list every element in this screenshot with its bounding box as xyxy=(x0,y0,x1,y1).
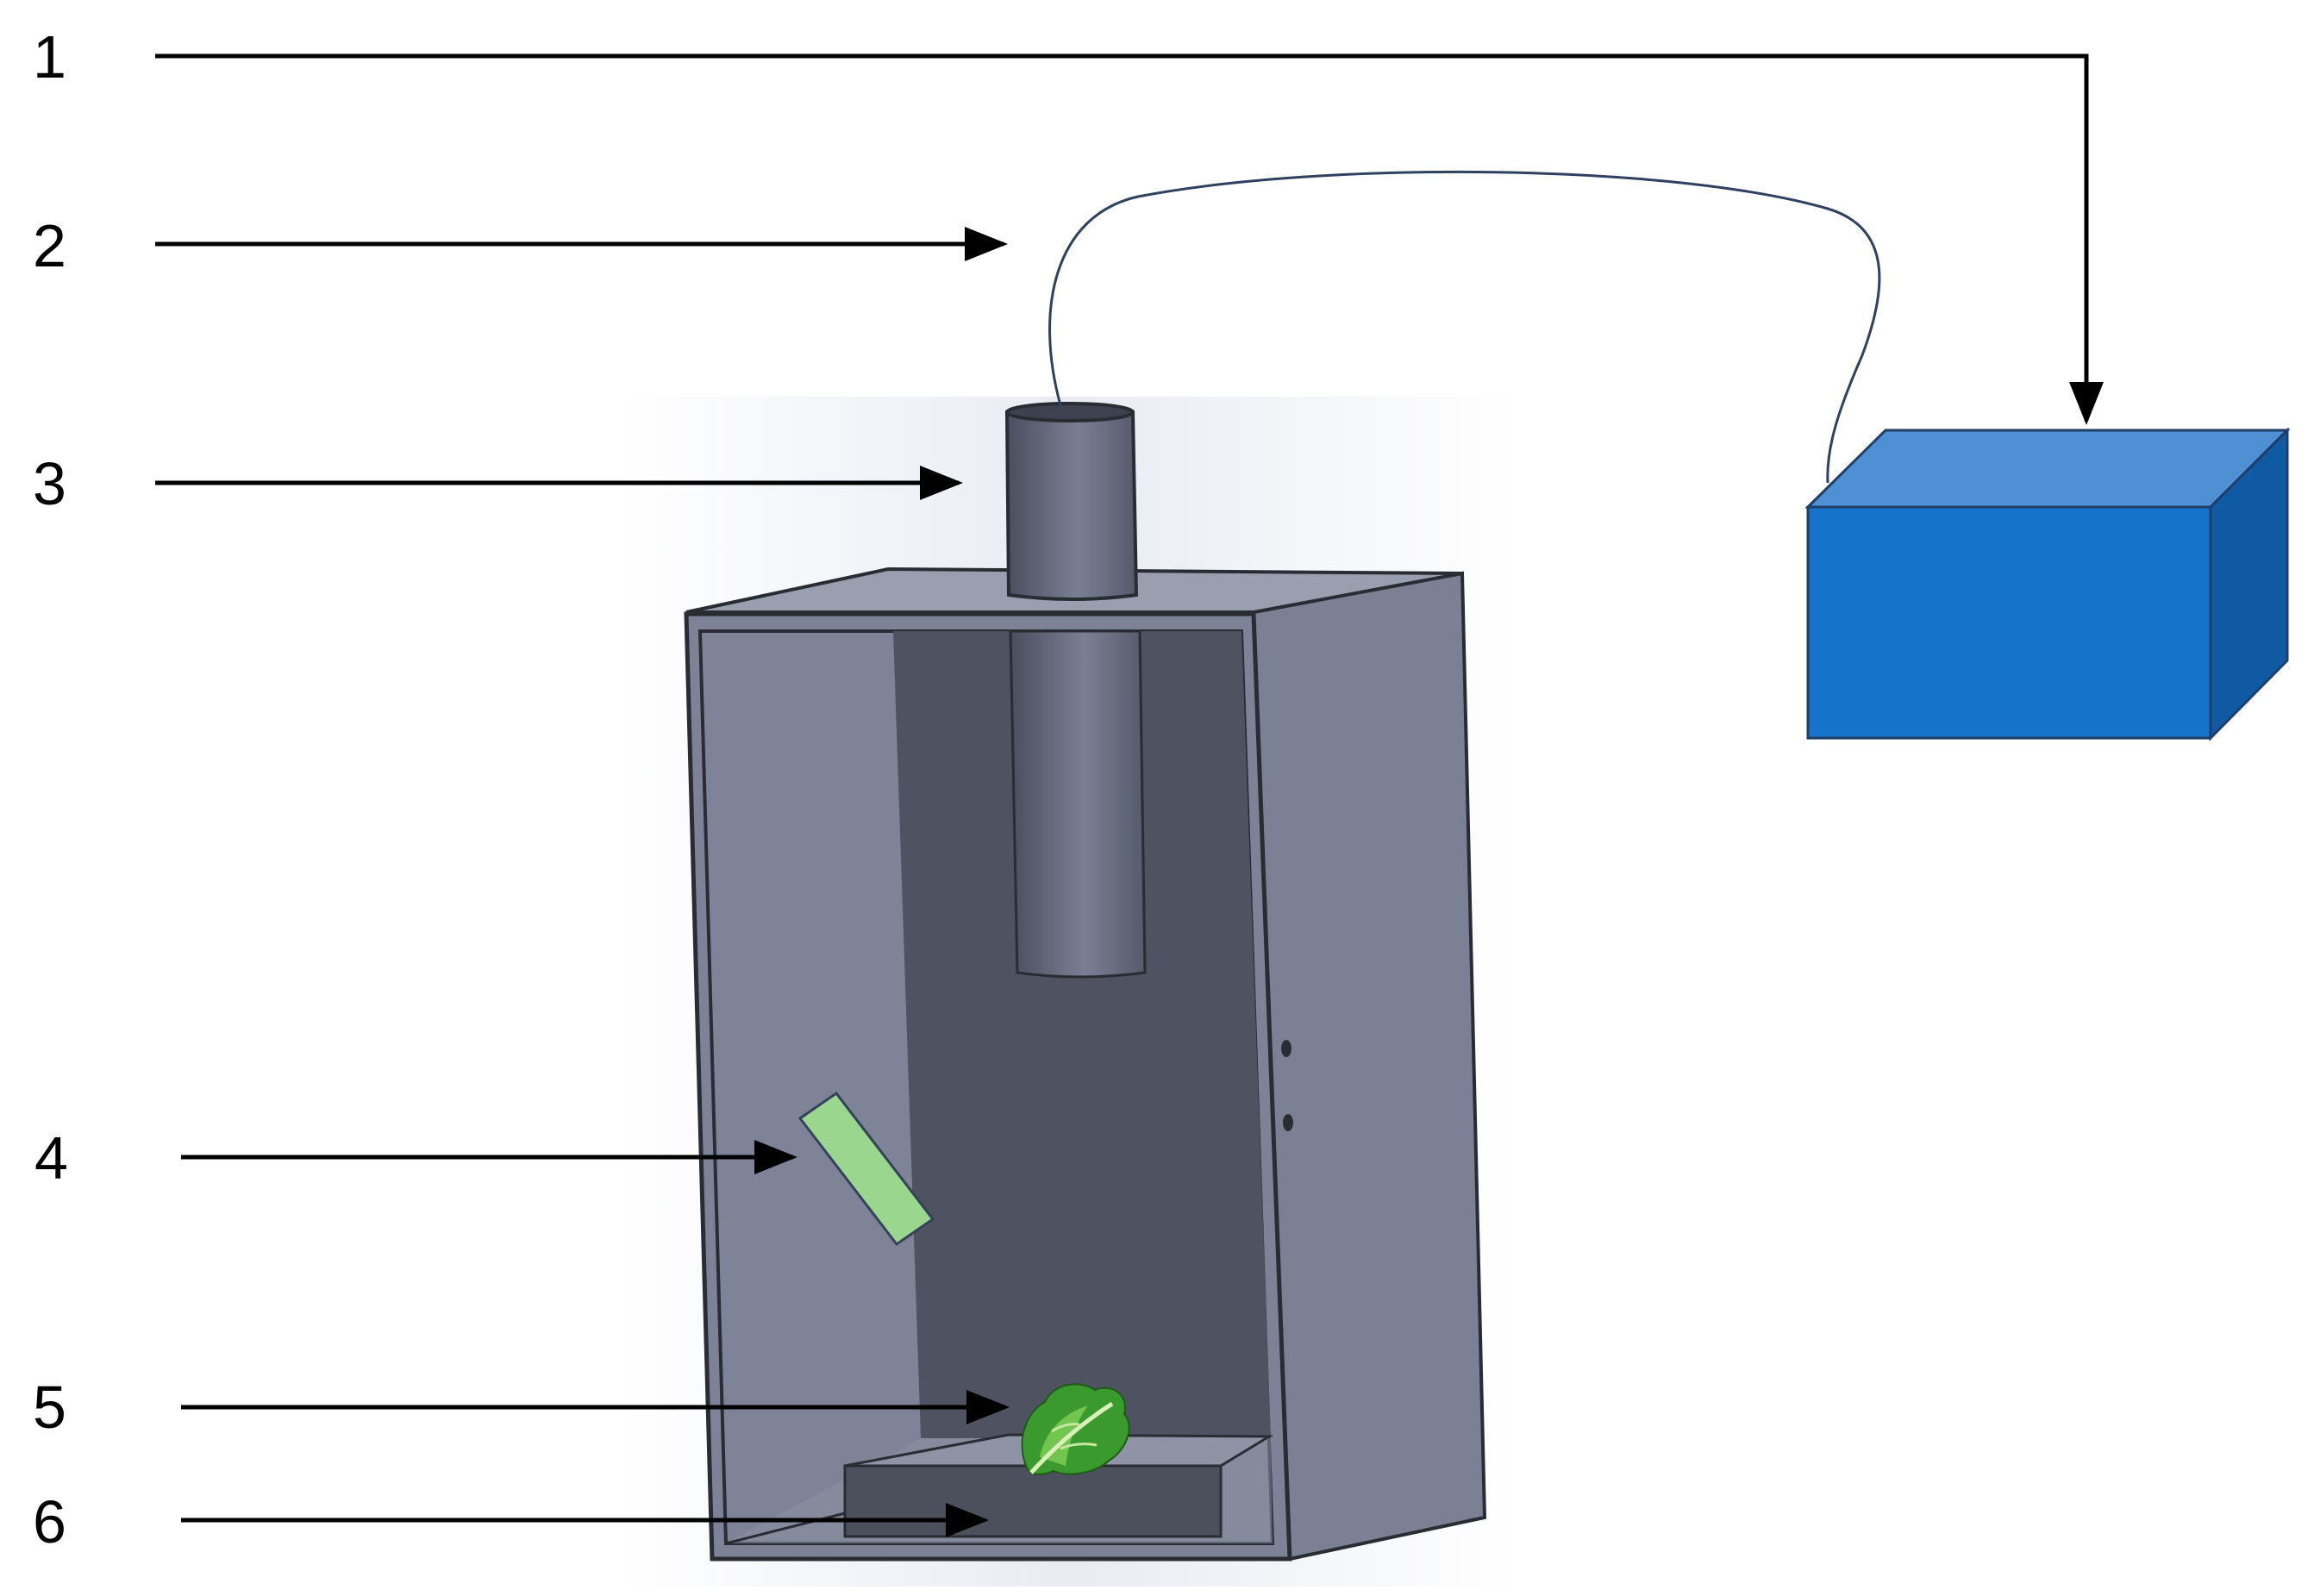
leader-lines xyxy=(155,53,2104,1537)
platform-front xyxy=(843,1464,1223,1538)
leader-line-1 xyxy=(155,53,2104,425)
filter-body xyxy=(797,1091,935,1247)
label-4: 4 xyxy=(34,1124,68,1192)
pipe-outer xyxy=(1004,410,1139,601)
lettuce-leaf-icon xyxy=(1021,1383,1130,1475)
cable xyxy=(1048,170,1881,484)
pipe-top-rim xyxy=(1005,402,1135,422)
label-1: 1 xyxy=(33,23,66,91)
chamber-back-wall xyxy=(893,631,1271,1438)
side-hole-lower xyxy=(1283,1114,1293,1131)
chamber-side xyxy=(1251,571,1487,1562)
pipe-inner xyxy=(1009,629,1147,979)
label-5: 5 xyxy=(33,1374,66,1441)
device-top xyxy=(1804,429,2291,509)
device-front xyxy=(1806,505,2212,740)
blue-box-icon xyxy=(1804,427,2291,742)
label-2: 2 xyxy=(33,212,66,279)
label-6: 6 xyxy=(33,1488,66,1555)
side-hole-upper xyxy=(1281,1040,1291,1057)
pipe xyxy=(1004,402,1147,979)
labels: 1 2 3 4 5 6 xyxy=(33,23,68,1555)
label-3: 3 xyxy=(33,450,66,517)
filter xyxy=(797,1091,935,1247)
